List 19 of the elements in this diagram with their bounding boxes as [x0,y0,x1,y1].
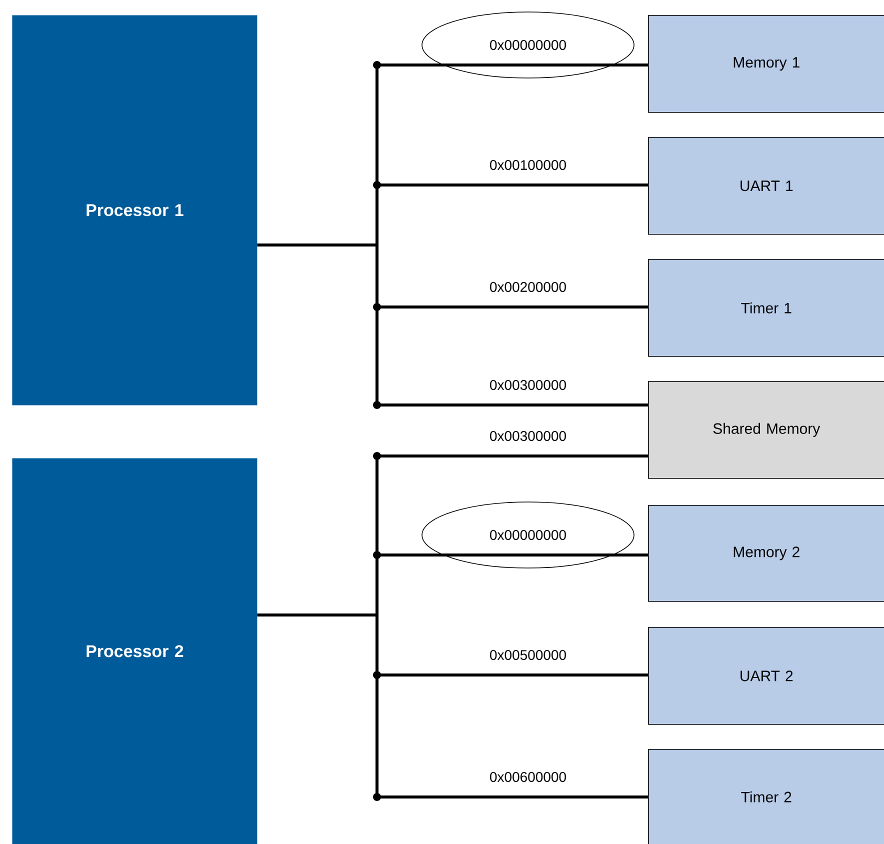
edge-label: 0x00500000 [490,650,566,660]
edge-label: 0x00300000 [490,431,566,441]
edge-label: 0x00000000 [490,40,566,50]
processor-box: Processor 2 [12,458,258,844]
peripheral-box: UART 2 [648,627,884,725]
edge-label: 0x00000000 [490,530,566,540]
peripheral-box: UART 1 [648,137,884,235]
edge-label: 0x00300000 [490,380,566,390]
bus-line [257,244,648,406]
peripheral-box: Timer 2 [648,749,884,844]
edge-label: 0x00600000 [490,772,566,782]
bus-line [257,614,648,798]
peripheral-box: Timer 1 [648,259,884,357]
edge-label: 0x00100000 [490,160,566,170]
processor-box: Processor 1 [12,15,258,406]
edge-label: 0x00200000 [490,282,566,292]
peripheral-box: Memory 1 [648,15,884,113]
memory-box: Shared Memory [648,381,884,479]
peripheral-box: Memory 2 [648,505,884,602]
